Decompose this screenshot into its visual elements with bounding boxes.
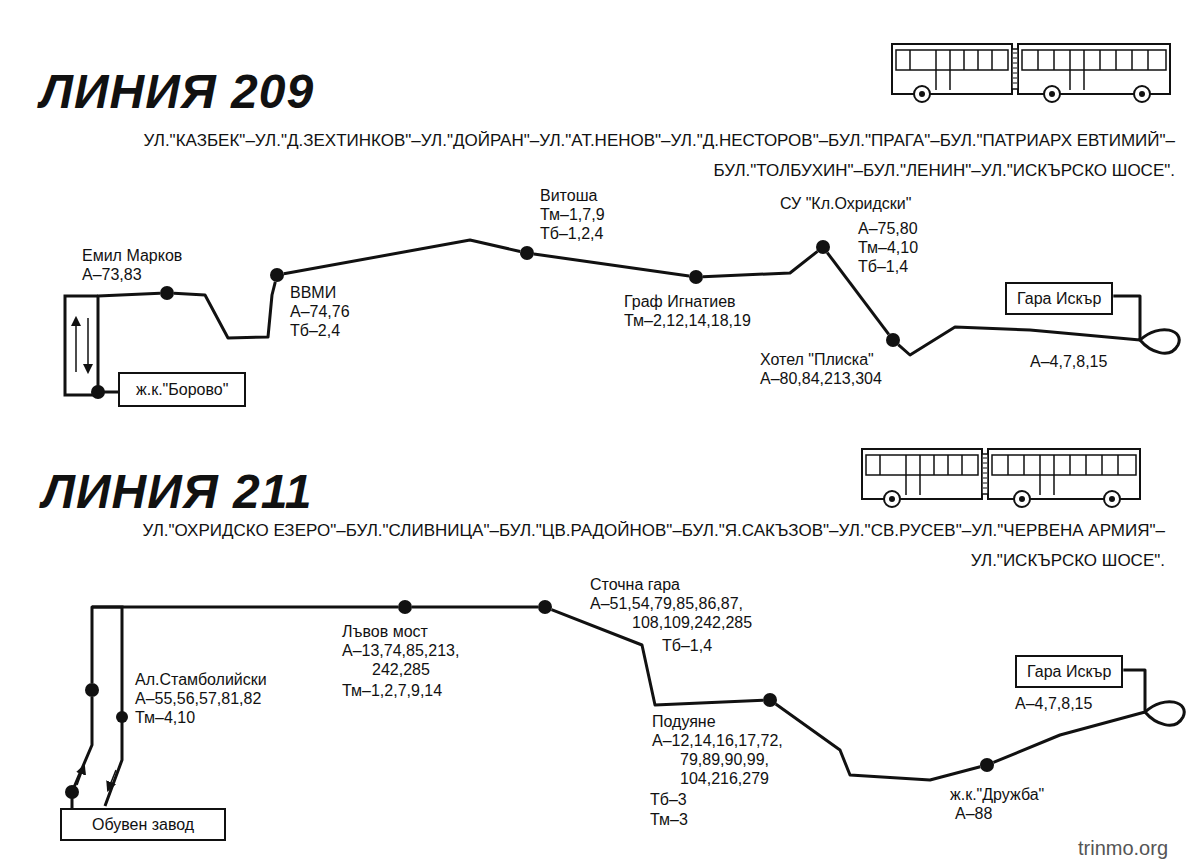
stop-dot: Емил МарковА–73,83 (160, 286, 174, 300)
stop-name: Емил Марков (82, 246, 182, 265)
route-line (174, 282, 275, 338)
route-numbers: А–80,84,213,304 (760, 369, 882, 388)
street-list: УЛ."ОХРИДСКО ЕЗЕРО"–БУЛ."СЛИВНИЦА"–БУЛ."… (40, 516, 1165, 576)
route-line (776, 704, 981, 780)
route-numbers: А–74,76 (290, 302, 350, 321)
watermark: trinmo.org (1078, 836, 1168, 860)
stop-name: Лъвов мост (342, 622, 428, 641)
line-heading: ЛИНИЯ 211 (42, 466, 313, 518)
direction-arrow (108, 770, 116, 790)
stop-dot: Граф ИгнатиевТм–2,12,14,18,19 (689, 270, 703, 284)
route-return-track (92, 607, 122, 806)
stop-dot: Лъвов мостА–13,74,85,213, 242,285Тм–1,2,… (398, 600, 412, 614)
route-numbers: А–73,83 (82, 265, 142, 284)
route-line (534, 254, 689, 276)
stop-dot: ПодуянеА–12,14,16,17,72, 79,89,90,99, 10… (763, 693, 777, 707)
stop-dot: ВитошаТм–1,7,9Тб–1,2,4 (520, 246, 534, 260)
route-numbers: Тб–2,4 (290, 321, 340, 340)
route-numbers: А–4,7,8,15 (1015, 694, 1092, 713)
route-numbers: А–75,80 (858, 219, 918, 238)
direction-arrow (87, 318, 89, 372)
route-numbers: Тм–1,2,7,9,14 (342, 681, 442, 700)
stop-dot: Сточна гараА–51,54,79,85,86,87, 108,109,… (538, 600, 552, 614)
route-line (72, 697, 92, 808)
route-line (703, 251, 818, 276)
stop-name: Гара Искър (1027, 662, 1111, 681)
street-list: УЛ."КАЗБЕК"–УЛ."Д.ЗЕХТИНКОВ"–УЛ."ДОЙРАН"… (40, 126, 1175, 186)
stop-name: Ал.Стамболийски (135, 670, 267, 689)
terminal-box: Гара ИскърА–4,7,8,15 (1015, 655, 1123, 688)
bus-illustration (862, 449, 1140, 507)
route-numbers: Тб–1,4 (662, 636, 712, 655)
route-numbers: А–4,7,8,15 (1030, 352, 1107, 371)
route-numbers: Тм–1,7,9 (540, 205, 605, 224)
stop-name: Обувен завод (92, 815, 194, 834)
route-numbers: Тб–3 (650, 790, 687, 809)
stop-dot: Ал.СтамболийскиА–55,56,57,81,82Тм–4,10 (85, 683, 99, 697)
stop-name: Сточна гара (590, 575, 680, 594)
stop-name: Хотел "Плиска" (760, 350, 874, 369)
stop-name: ВВМИ (290, 283, 336, 302)
stop-dot: СУ "Кл.Охридски"А–75,80Тм–4,10Тб–1,4 (816, 240, 830, 254)
route-numbers: А–51,54,79,85,86,87, 108,109,242,285 (590, 594, 770, 632)
route-numbers: Тм–4,10 (135, 708, 195, 727)
stop-name: ж.к."Дружба" (950, 785, 1044, 804)
route-numbers: А–13,74,85,213, 242,285 (342, 641, 492, 679)
bus-illustration (892, 44, 1170, 102)
route-numbers: Тм–4,10 (858, 238, 918, 257)
stop-name: Гара Искър (1017, 289, 1101, 308)
stop-dot: Хотел "Плиска"А–80,84,213,304 (886, 333, 900, 347)
line-heading: ЛИНИЯ 209 (40, 66, 314, 118)
stop-dot (116, 711, 128, 723)
route-numbers: А–12,14,16,17,72, 79,89,90,99, 104,216,2… (652, 731, 802, 788)
route-numbers: А–55,56,57,81,82 (135, 689, 261, 708)
route-numbers: Тм–3 (650, 810, 688, 829)
route-line (284, 240, 520, 274)
route-numbers: Тб–1,2,4 (540, 224, 603, 243)
route-numbers: А–88 (955, 804, 992, 823)
route-loop (65, 296, 98, 395)
route-loop (1145, 702, 1184, 726)
stop-dot: ВВМИА–74,76Тб–2,4 (270, 268, 284, 282)
direction-arrow (75, 318, 77, 372)
route-numbers: Тб–1,4 (858, 257, 908, 276)
stop-name: Граф Игнатиев (624, 292, 736, 311)
route-line (412, 606, 538, 609)
terminal-box: ж.к."Борово" (118, 372, 246, 407)
stop-name: СУ "Кл.Охридски" (780, 194, 911, 213)
stop-dot: ж.к."Дружба"А–88 (980, 758, 994, 772)
terminal-box: Гара ИскърА–4,7,8,15 (1005, 282, 1113, 315)
route-loop (1140, 330, 1179, 354)
stop-name: Витоша (540, 186, 597, 205)
stop-name: ж.к."Борово" (136, 380, 228, 399)
terminal-box: Обувен завод (60, 808, 226, 841)
route-numbers: Тм–2,12,14,18,19 (624, 311, 751, 330)
stop-name: Подуяне (652, 712, 716, 731)
